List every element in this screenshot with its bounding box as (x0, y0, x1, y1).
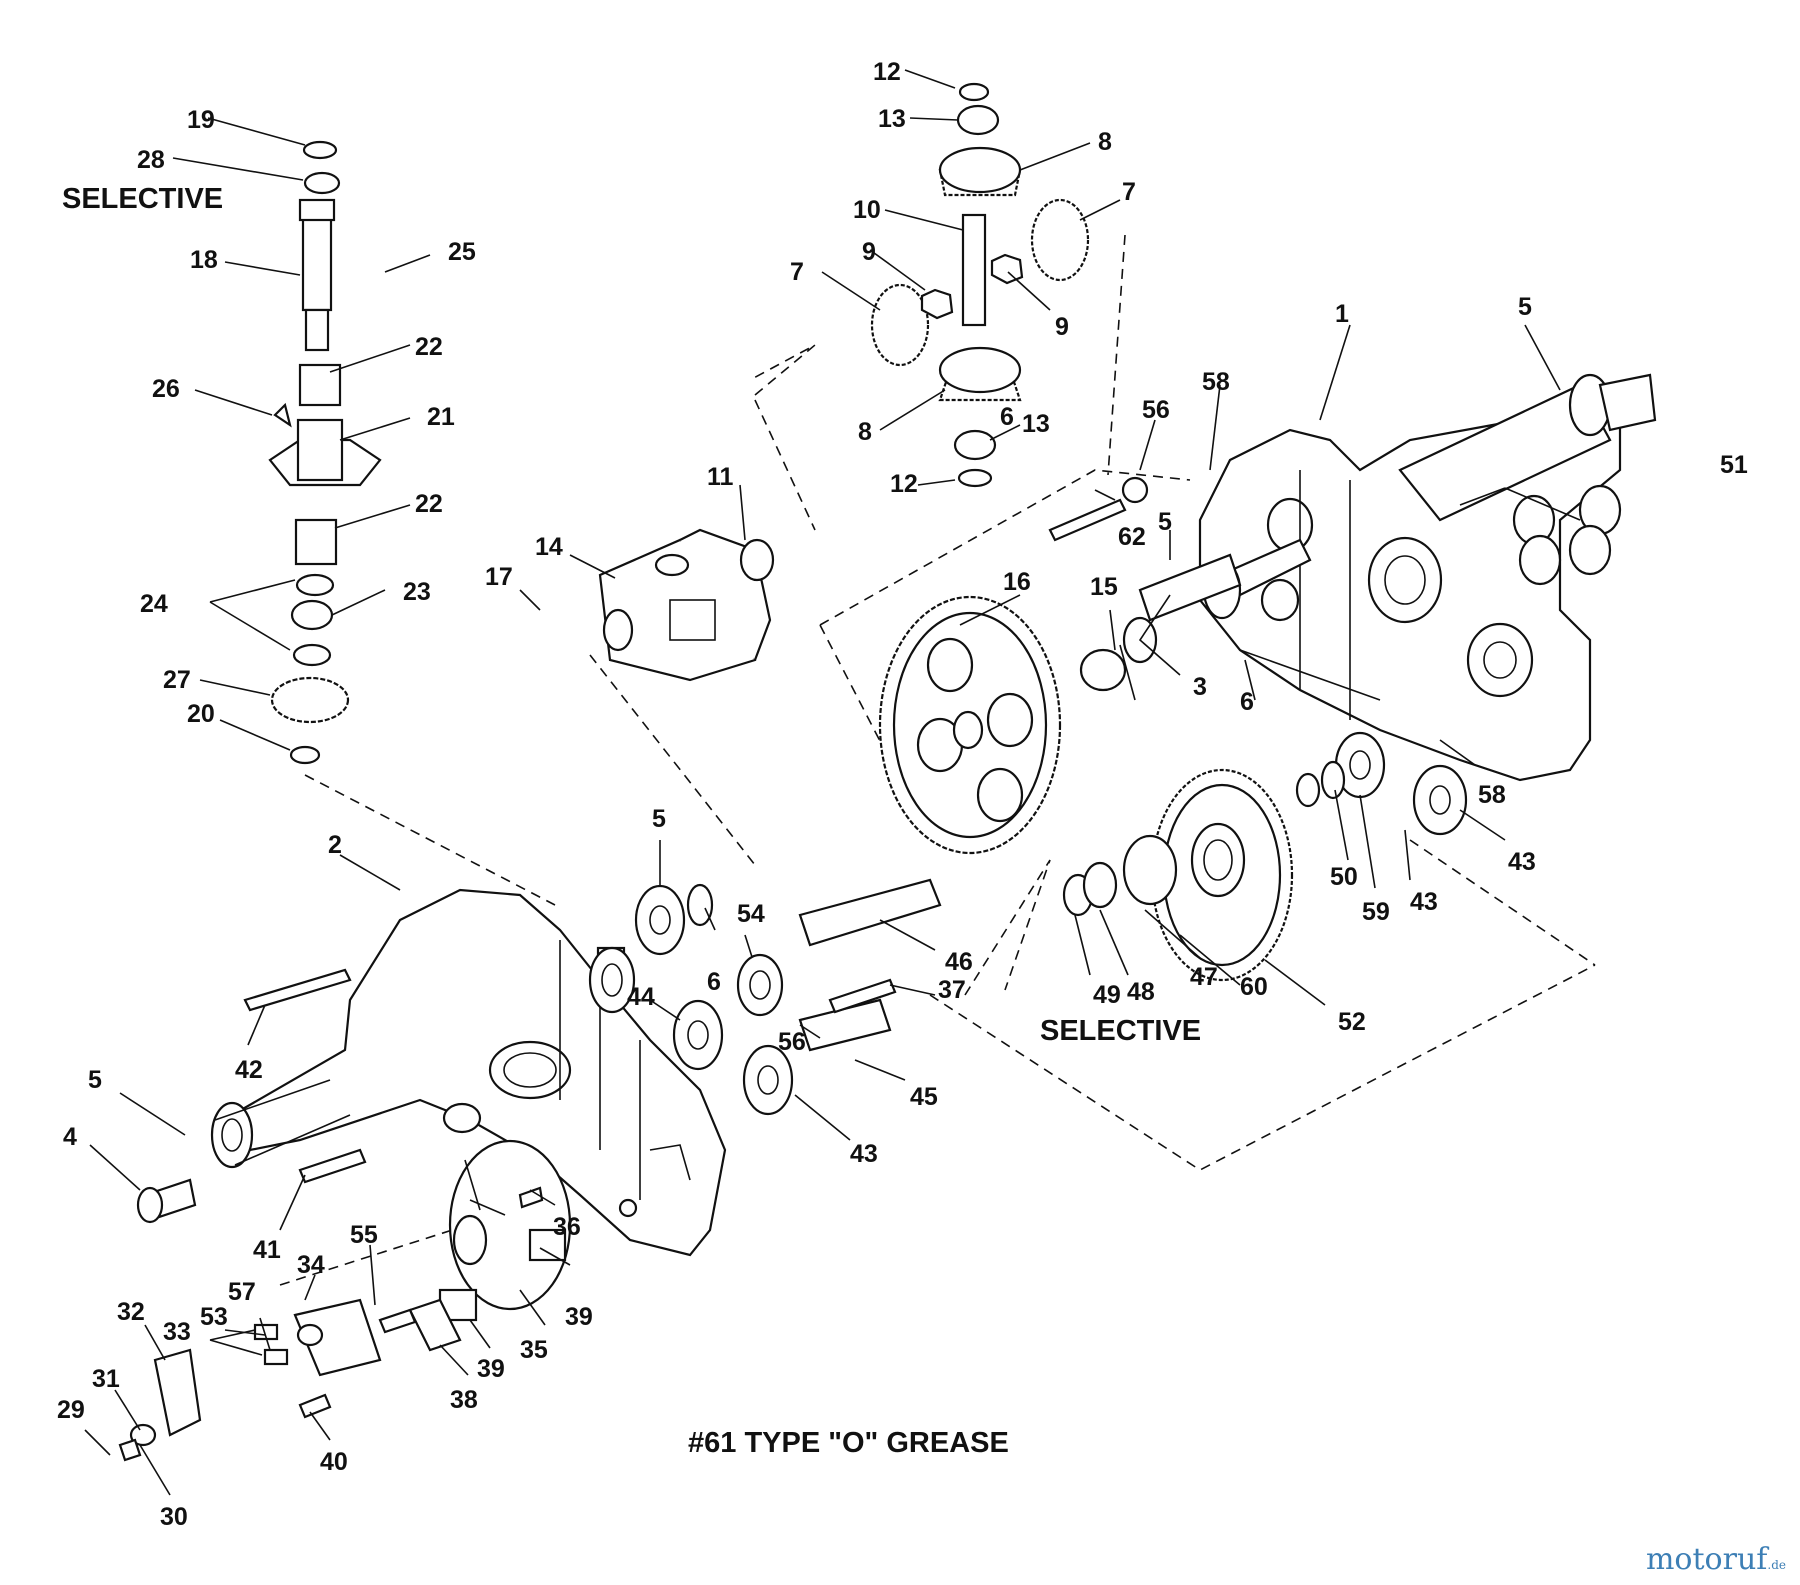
callout-47: 47 (1190, 963, 1218, 991)
note-selective-top: SELECTIVE (62, 183, 223, 215)
callout-6c: 6 (1000, 403, 1014, 431)
callout-9b: 9 (1055, 313, 1069, 341)
callout-58a: 58 (1202, 368, 1230, 396)
callout-8a: 8 (1098, 128, 1112, 156)
callout-6a: 6 (1240, 688, 1254, 716)
input-shaft-stack (268, 140, 382, 765)
callout-51: 51 (1720, 451, 1748, 479)
watermark-logo: motoruf.de (1646, 1542, 1786, 1577)
callout-37: 37 (938, 976, 966, 1004)
callout-36: 36 (553, 1213, 581, 1241)
callout-50: 50 (1330, 863, 1358, 891)
callout-56b: 56 (778, 1028, 806, 1056)
bolts-and-brake-parts (118, 498, 1127, 1462)
callout-52: 52 (1338, 1008, 1366, 1036)
callout-6b: 6 (707, 968, 721, 996)
callout-54: 54 (737, 900, 765, 928)
callout-11: 11 (707, 463, 734, 491)
callout-numbers: 1 2 3 4 5 5 5 5 6 6 6 7 7 8 8 9 9 10 11 … (57, 58, 1748, 1531)
callout-59: 59 (1362, 898, 1390, 926)
callout-38: 38 (450, 1386, 478, 1414)
right-housing (1198, 373, 1657, 782)
callout-42: 42 (235, 1056, 263, 1084)
callout-14: 14 (535, 533, 563, 561)
callout-49: 49 (1093, 981, 1121, 1009)
callout-39b: 39 (477, 1355, 505, 1383)
callout-3: 3 (1193, 673, 1207, 701)
callout-43c: 43 (1508, 848, 1536, 876)
callout-21: 21 (427, 403, 455, 431)
note-grease-type: #61 TYPE "O" GREASE (688, 1427, 1009, 1459)
output-gear (1150, 768, 1294, 982)
callout-7a: 7 (1122, 178, 1136, 206)
watermark-text: motoruf (1645, 1542, 1768, 1577)
callout-10: 10 (853, 196, 881, 224)
note-selective-bottom: SELECTIVE (1040, 1015, 1201, 1047)
callout-7b: 7 (790, 258, 804, 286)
callout-5a: 5 (1518, 293, 1532, 321)
callout-35: 35 (520, 1336, 548, 1364)
callout-39a: 39 (565, 1303, 593, 1331)
leader-lines (84, 69, 1581, 1496)
watermark-suffix: .de (1767, 1558, 1786, 1572)
large-ring-gear (878, 595, 1062, 855)
callout-29: 29 (57, 1396, 85, 1424)
callout-26: 26 (152, 375, 180, 403)
callout-9a: 9 (862, 238, 876, 266)
callout-5c: 5 (652, 805, 666, 833)
callout-32: 32 (117, 1298, 145, 1326)
callout-58b: 58 (1478, 781, 1506, 809)
callout-60: 60 (1240, 973, 1268, 1001)
callout-34: 34 (297, 1251, 325, 1279)
callout-31: 31 (92, 1365, 120, 1393)
callout-53: 53 (200, 1303, 228, 1331)
callout-62: 62 (1118, 523, 1146, 551)
callout-41: 41 (253, 1236, 281, 1264)
callout-45: 45 (910, 1083, 938, 1111)
callout-55: 55 (350, 1221, 378, 1249)
callout-25: 25 (448, 238, 476, 266)
callout-5d: 5 (88, 1066, 102, 1094)
callout-22a: 22 (415, 333, 443, 361)
callout-43b: 43 (1410, 888, 1438, 916)
callout-46: 46 (945, 948, 973, 976)
bearings-and-washers (634, 82, 1622, 1116)
callout-43a: 43 (850, 1140, 878, 1168)
callout-1: 1 (1335, 300, 1349, 328)
callout-24: 24 (140, 590, 168, 618)
callout-57: 57 (228, 1278, 256, 1306)
callout-44: 44 (627, 983, 655, 1011)
bevel-gears (870, 146, 1090, 402)
callout-33: 33 (163, 1318, 191, 1346)
callout-12b: 12 (890, 470, 918, 498)
callout-5b: 5 (1158, 508, 1172, 536)
callout-8b: 8 (858, 418, 872, 446)
callout-48: 48 (1127, 978, 1155, 1006)
callout-27: 27 (163, 666, 191, 694)
callout-2: 2 (328, 831, 342, 859)
callout-16: 16 (1003, 568, 1031, 596)
callout-13a: 13 (878, 105, 906, 133)
callout-17: 17 (485, 563, 513, 591)
callout-23: 23 (403, 578, 431, 606)
callout-15: 15 (1090, 573, 1118, 601)
callout-19: 19 (187, 106, 215, 134)
callout-4: 4 (63, 1123, 77, 1151)
callout-12a: 12 (873, 58, 901, 86)
callout-13b: 13 (1022, 410, 1050, 438)
callout-20: 20 (187, 700, 215, 728)
callout-30: 30 (160, 1503, 188, 1531)
callout-56a: 56 (1142, 396, 1170, 424)
left-housing (210, 888, 727, 1257)
callout-22b: 22 (415, 490, 443, 518)
callout-40: 40 (320, 1448, 348, 1476)
callout-28: 28 (137, 146, 165, 174)
callout-18: 18 (190, 246, 218, 274)
